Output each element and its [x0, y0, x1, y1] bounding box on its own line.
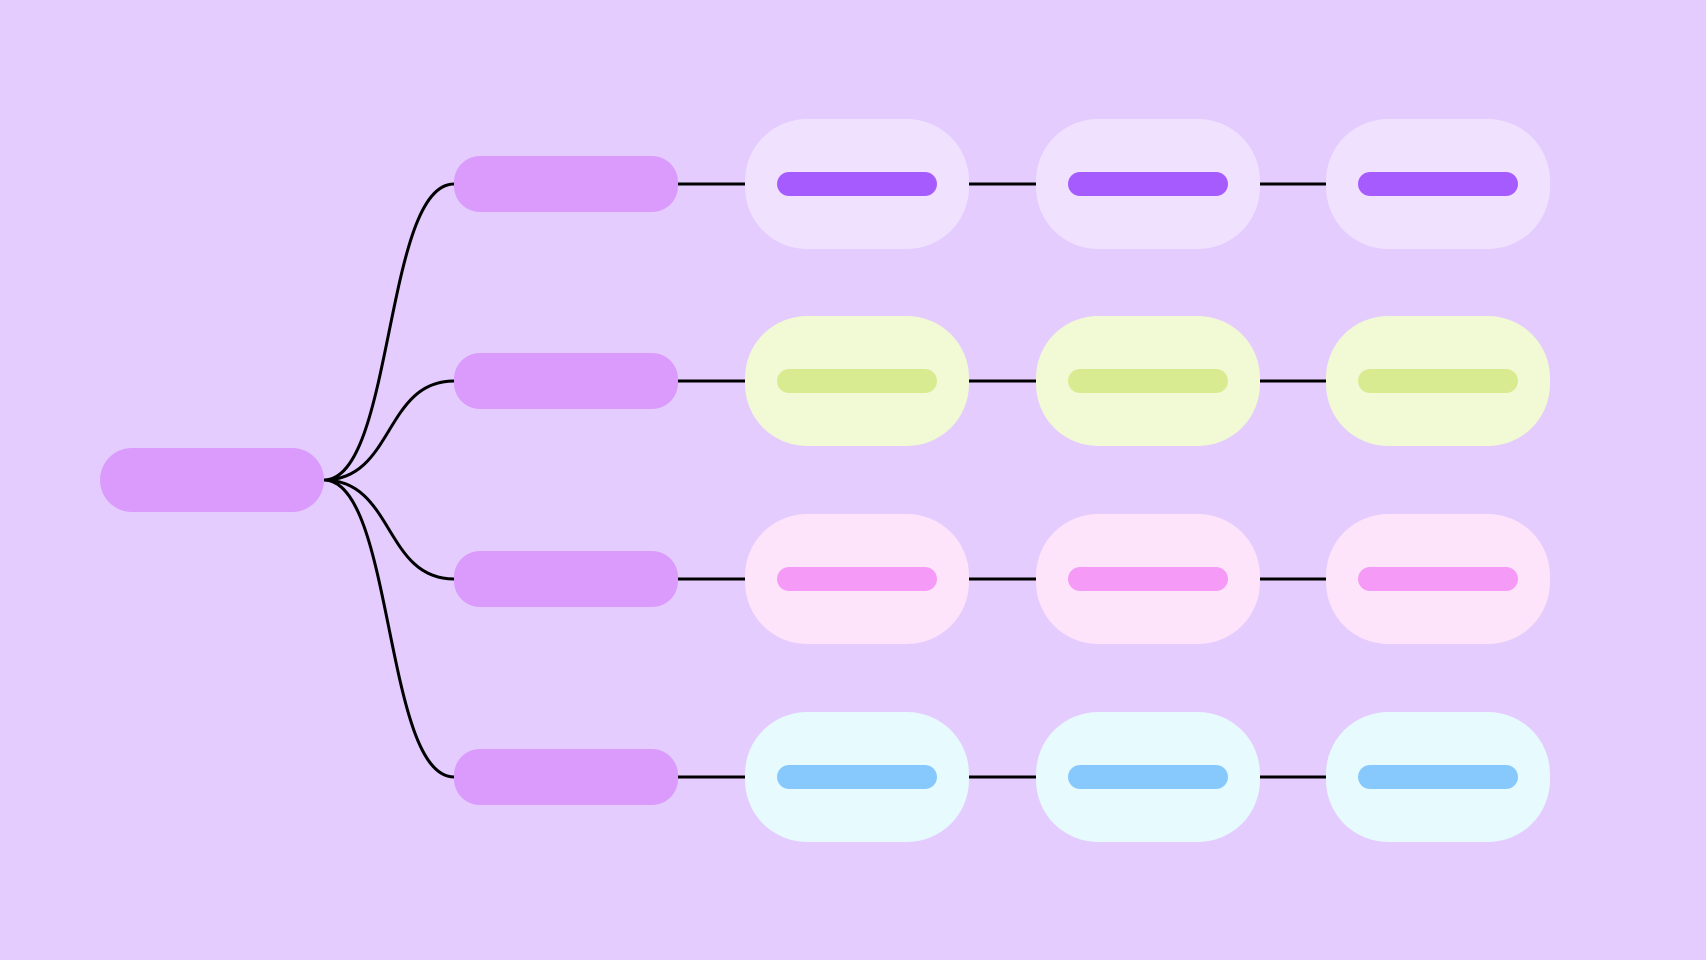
root-node[interactable]: [100, 448, 324, 512]
item-node-1-1[interactable]: [745, 119, 969, 249]
item-node-4-1[interactable]: [745, 712, 969, 842]
item-node-bar: [1358, 369, 1518, 393]
root-node-shape: [100, 448, 324, 512]
root-connector-4: [323, 478, 455, 779]
item-node-bar: [777, 567, 937, 591]
item-node-3-2[interactable]: [1036, 514, 1260, 644]
branch-node-3[interactable]: [454, 551, 678, 607]
item-node-2-1[interactable]: [745, 316, 969, 446]
branch-node-shape: [454, 353, 678, 409]
item-node-bar: [1358, 765, 1518, 789]
item-node-bar: [777, 172, 937, 196]
item-node-3-1[interactable]: [745, 514, 969, 644]
item-node-bar: [1358, 567, 1518, 591]
connectors: [323, 182, 1328, 779]
item-node-bar: [1068, 765, 1228, 789]
item-node-bar: [777, 765, 937, 789]
item-node-1-2[interactable]: [1036, 119, 1260, 249]
item-node-bar: [1358, 172, 1518, 196]
item-node-bar: [1068, 567, 1228, 591]
root-connector-3: [323, 478, 455, 581]
branch-node-2[interactable]: [454, 353, 678, 409]
branch-node-4[interactable]: [454, 749, 678, 805]
item-node-2-2[interactable]: [1036, 316, 1260, 446]
branch-node-shape: [454, 156, 678, 212]
root-connector-1: [323, 182, 455, 482]
item-node-2-3[interactable]: [1326, 316, 1550, 446]
item-node-4-2[interactable]: [1036, 712, 1260, 842]
item-node-4-3[interactable]: [1326, 712, 1550, 842]
branch-node-shape: [454, 749, 678, 805]
item-node-bar: [1068, 172, 1228, 196]
root-connector-2: [323, 379, 455, 482]
branch-node-1[interactable]: [454, 156, 678, 212]
item-node-1-3[interactable]: [1326, 119, 1550, 249]
item-node-3-3[interactable]: [1326, 514, 1550, 644]
nodes: [100, 119, 1550, 842]
item-node-bar: [1068, 369, 1228, 393]
item-node-bar: [777, 369, 937, 393]
branch-node-shape: [454, 551, 678, 607]
